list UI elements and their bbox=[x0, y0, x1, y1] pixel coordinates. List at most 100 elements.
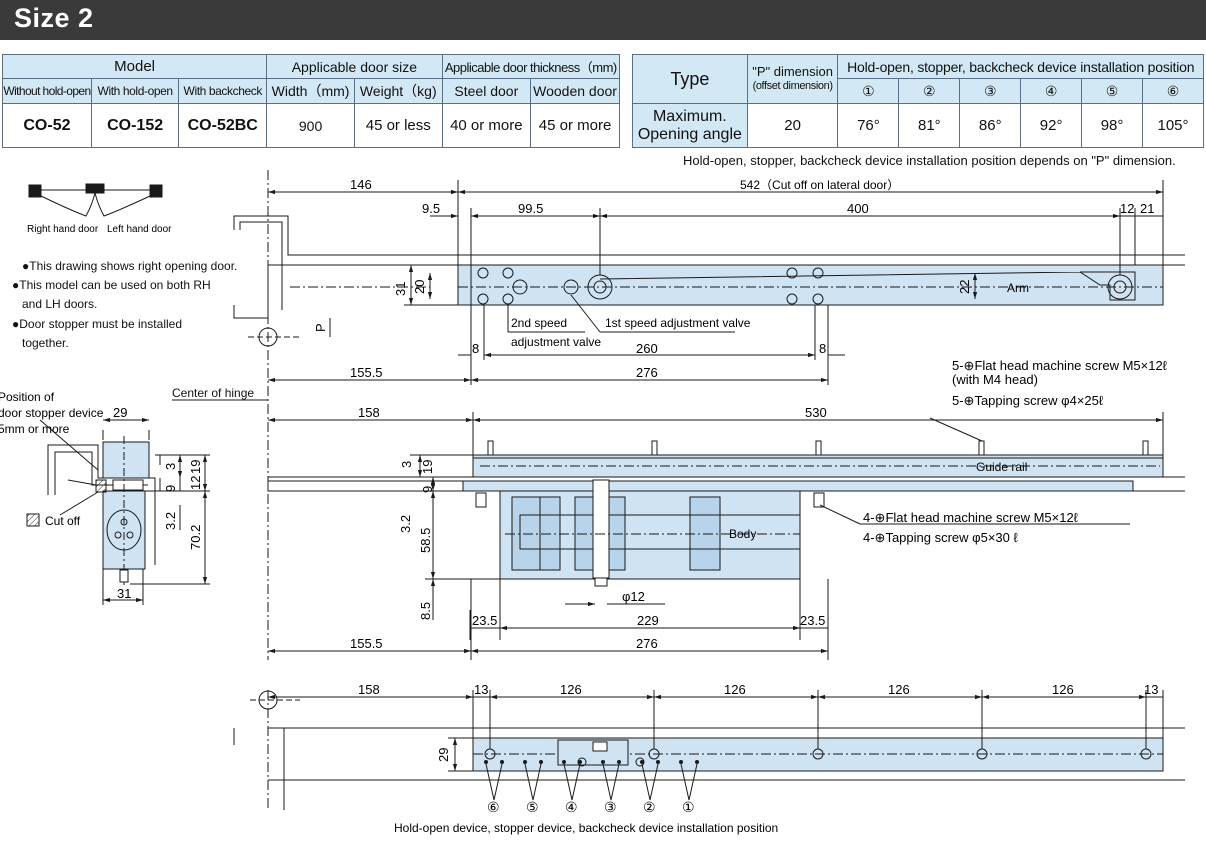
door-hand-icons bbox=[28, 183, 163, 217]
width-value: 900 bbox=[266, 103, 355, 148]
col-with-backcheck: With backcheck bbox=[178, 78, 268, 104]
steel-door-value: 40 or more bbox=[441, 103, 532, 148]
front-dim-3-2: 3.2 bbox=[398, 515, 413, 533]
side-dim-31: 31 bbox=[117, 586, 131, 601]
right-hand-door-label: Right hand door bbox=[27, 224, 99, 235]
side-dim-12: 12 bbox=[188, 476, 203, 490]
row-label-line1: Maximum. bbox=[652, 107, 727, 125]
position-2: ② bbox=[898, 78, 961, 104]
p-dimension-header: "P" dimension (offset dimension) bbox=[746, 54, 839, 104]
side-dim-3-2: 3.2 bbox=[163, 512, 178, 530]
position-3: ③ bbox=[959, 78, 1022, 104]
type-header: Type bbox=[632, 54, 748, 104]
screw-top-label-2: (with M4 head) bbox=[952, 372, 1038, 387]
dim-12: 12 bbox=[1120, 201, 1134, 216]
dim-8b: 8 bbox=[819, 341, 826, 356]
col-without-hold-open: Without hold-open bbox=[2, 78, 92, 104]
left-hand-door-label: Left hand door bbox=[107, 224, 172, 235]
position-4: ④ bbox=[1020, 78, 1083, 104]
bottom-dim-13b: 13 bbox=[1144, 682, 1158, 697]
bottom-dim-126b: 126 bbox=[724, 682, 746, 697]
front-dim-23-5a: 23.5 bbox=[472, 613, 497, 628]
position-5: ⑤ bbox=[1081, 78, 1143, 104]
col-weight: Weight（kg) bbox=[353, 78, 443, 104]
bottom-dim-158: 158 bbox=[358, 682, 380, 697]
angle-3: 86° bbox=[959, 103, 1022, 148]
dim-21: 21 bbox=[1140, 201, 1154, 216]
install-position-header: Hold-open, stopper, backcheck device ins… bbox=[837, 54, 1204, 79]
p-dimension-title: "P" dimension bbox=[752, 64, 833, 79]
marker-5: ⑤ bbox=[526, 799, 539, 815]
side-dim-9: 9 bbox=[163, 485, 178, 492]
angle-1: 76° bbox=[837, 103, 900, 148]
position-note: Hold-open, stopper, backcheck device ins… bbox=[683, 153, 1176, 168]
note-line-4: ●Door stopper must be installed bbox=[12, 317, 182, 331]
cut-off-swatch bbox=[26, 513, 40, 527]
screw-top-label-1: 5-⊕Flat head machine screw M5×12ℓ bbox=[952, 358, 1168, 373]
weight-value: 45 or less bbox=[353, 103, 443, 148]
model-co-52bc: CO-52BC bbox=[178, 103, 268, 148]
spec-table: Model Applicable door size Applicable do… bbox=[1, 54, 621, 148]
dim-20: 20 bbox=[412, 280, 427, 294]
screw-body-label-2: 4-⊕Tapping screw φ5×30 ℓ bbox=[863, 530, 1018, 545]
note-line-2: ●This model can be used on both RH bbox=[12, 278, 211, 292]
front-dim-229: 229 bbox=[637, 613, 659, 628]
dim-146: 146 bbox=[350, 177, 372, 192]
position-6: ⑥ bbox=[1142, 78, 1204, 104]
marker-1: ① bbox=[682, 799, 695, 815]
bottom-dim-126d: 126 bbox=[1052, 682, 1074, 697]
bottom-view-holes bbox=[484, 760, 699, 764]
front-dim-19: 19 bbox=[420, 460, 435, 474]
angle-5: 98° bbox=[1081, 103, 1143, 148]
p-value: 20 bbox=[746, 103, 839, 148]
front-dim-3: 3 bbox=[399, 461, 414, 468]
front-dim-276: 276 bbox=[636, 636, 658, 651]
dim-99-5: 99.5 bbox=[518, 201, 543, 216]
front-dim-58-5: 58.5 bbox=[418, 528, 433, 553]
bottom-dim-29: 29 bbox=[436, 748, 451, 762]
model-header: Model bbox=[1, 54, 268, 79]
front-view: Center of hinge bbox=[172, 386, 1185, 660]
center-of-hinge-label: Center of hinge bbox=[172, 386, 254, 400]
screw-top-label-3: 5-⊕Tapping screw φ4×25ℓ bbox=[952, 393, 1104, 408]
front-dim-9: 9 bbox=[420, 486, 435, 493]
bottom-dim-126c: 126 bbox=[888, 682, 910, 697]
stopper-label-1: Position of bbox=[0, 390, 55, 404]
note-line-3: and LH doors. bbox=[22, 297, 98, 311]
door-size-header: Applicable door size bbox=[266, 54, 443, 79]
front-dim-155-5: 155.5 bbox=[350, 636, 383, 651]
speed2-label-1: 2nd speed bbox=[511, 316, 567, 330]
top-view bbox=[233, 170, 1185, 660]
marker-4: ④ bbox=[565, 799, 578, 815]
section-header: Size 2 bbox=[0, 0, 1206, 40]
note-line-1: ●This drawing shows right opening door. bbox=[22, 259, 238, 273]
side-dim-29: 29 bbox=[113, 405, 127, 420]
dim-9-5: 9.5 bbox=[422, 201, 440, 216]
marker-2: ② bbox=[643, 799, 656, 815]
dim-22: 22 bbox=[957, 280, 972, 294]
speed1-label: 1st speed adjustment valve bbox=[605, 316, 751, 330]
front-dim-23-5b: 23.5 bbox=[800, 613, 825, 628]
row-label-line2: Opening angle bbox=[637, 125, 742, 143]
dim-400: 400 bbox=[847, 201, 869, 216]
position-1: ① bbox=[837, 78, 900, 104]
front-dim-530: 530 bbox=[805, 405, 827, 420]
marker-6: ⑥ bbox=[487, 799, 500, 815]
side-view bbox=[39, 417, 210, 605]
arm-label: Arm bbox=[1007, 281, 1029, 295]
bottom-dim-13a: 13 bbox=[474, 682, 488, 697]
dim-p: P bbox=[313, 323, 328, 332]
screw-body-label-1: 4-⊕Flat head machine screw M5×12ℓ bbox=[863, 510, 1079, 525]
stopper-label-2: door stopper device bbox=[0, 406, 104, 420]
side-dim-3: 3 bbox=[163, 463, 178, 470]
cut-off-label: Cut off bbox=[45, 514, 81, 528]
note-line-5: together. bbox=[22, 336, 69, 350]
side-dim-70-2: 70.2 bbox=[188, 525, 203, 550]
angle-4: 92° bbox=[1020, 103, 1083, 148]
dim-31: 31 bbox=[393, 282, 408, 296]
col-steel-door: Steel door bbox=[441, 78, 532, 104]
col-with-hold-open: With hold-open bbox=[90, 78, 180, 104]
col-width: Width（mm) bbox=[266, 78, 355, 104]
wooden-door-value: 45 or more bbox=[530, 103, 620, 148]
